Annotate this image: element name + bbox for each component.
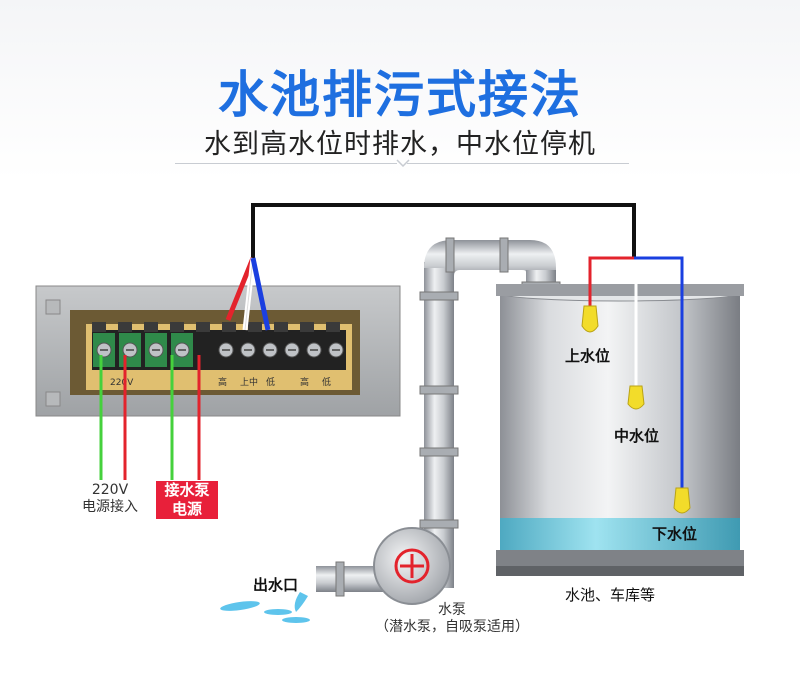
probes: [581, 305, 691, 514]
pump-power-line1: 接水泵: [164, 481, 210, 499]
page-subtitle: 水到高水位时排水，中水位停机: [204, 129, 596, 160]
power-label-line2: 电源接入: [82, 499, 138, 515]
svg-text:低: 低: [266, 376, 275, 388]
outlet-water: [220, 592, 310, 623]
sensor-cable: [225, 203, 636, 331]
page-title: 水池排污式接法: [218, 66, 582, 124]
power-supply-label: 220V 电源接入: [82, 482, 138, 516]
divider-right: [407, 163, 629, 164]
controller-leads: [99, 355, 201, 480]
mid-level-label: 中水位: [614, 427, 660, 445]
chevron-down-icon: [396, 159, 410, 167]
svg-text:高: 高: [218, 376, 227, 388]
lower-level-label: 下水位: [652, 525, 698, 543]
svg-text:低: 低: [322, 376, 331, 388]
pump: [373, 527, 451, 605]
pump-label-line1: 水泵: [438, 602, 466, 618]
svg-text:220V: 220V: [110, 378, 134, 388]
probe-wires: [588, 256, 684, 490]
tank: [496, 284, 744, 576]
pump-label: 水泵 （潜水泵，自吸泵适用）: [372, 602, 532, 636]
terminal-strip-labels: 220V 高 上中 低 高 低: [110, 376, 331, 388]
svg-text:上中: 上中: [240, 376, 258, 388]
power-label-line1: 220V: [91, 482, 129, 498]
header-background: [0, 0, 800, 180]
pump-power-line2: 电源: [171, 500, 202, 518]
pump-label-line2: （潜水泵，自吸泵适用）: [375, 619, 529, 635]
svg-text:高: 高: [300, 376, 309, 388]
pump-power-label: 接水泵 电源: [156, 481, 218, 519]
upper-level-label: 上水位: [565, 347, 611, 365]
controller-box: [35, 285, 401, 417]
outlet-label: 出水口: [253, 576, 299, 594]
tank-label: 水池、车库等: [565, 586, 656, 604]
divider-left: [175, 163, 397, 164]
